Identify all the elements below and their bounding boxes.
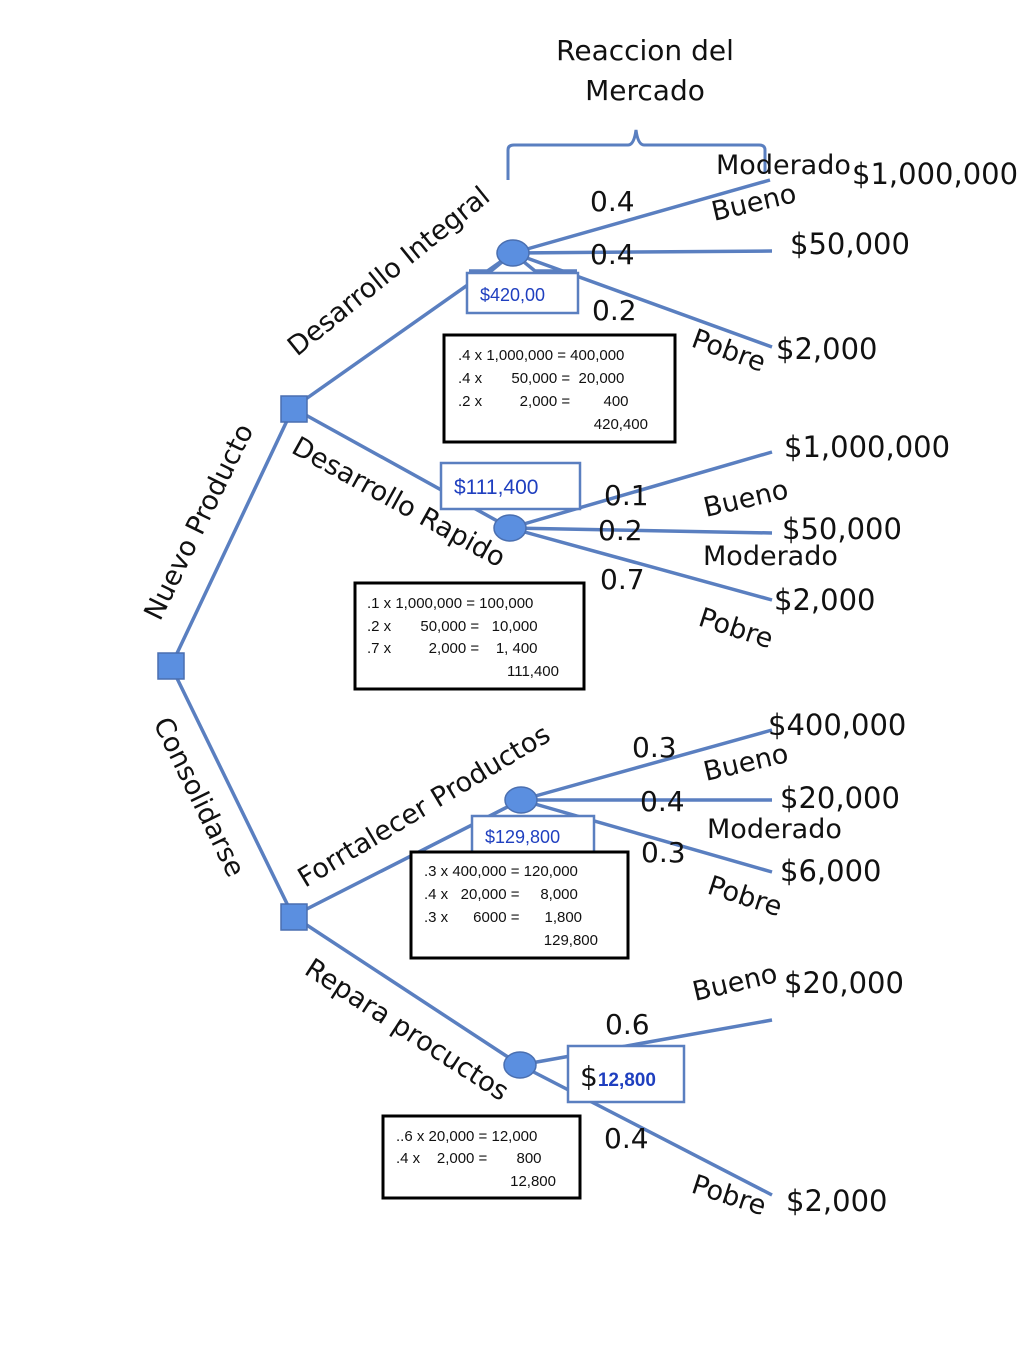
payoff-label: $20,000 xyxy=(784,966,904,1000)
payoff-label: $6,000 xyxy=(780,854,881,888)
probability-label: 0.3 xyxy=(641,836,686,869)
decision-node-root xyxy=(157,652,185,680)
outcome-label: Pobre xyxy=(695,602,777,655)
probability-label: 0.4 xyxy=(640,785,685,818)
expected-value: $129,800 xyxy=(485,827,560,847)
calculation-line: .3 x 400,000 = 120,000 xyxy=(424,863,578,880)
probability-label: 0.4 xyxy=(590,238,635,271)
tree-branches xyxy=(169,178,773,1197)
calculation-box xyxy=(442,333,677,444)
expected-value-box xyxy=(470,814,596,857)
branch-label-repara: Repara procuctos xyxy=(299,953,514,1108)
payoff-label: $2,000 xyxy=(786,1184,887,1218)
expected-value-box xyxy=(439,461,582,511)
outcome-label: Bueno xyxy=(701,474,792,524)
payoff-label: $1,000,000 xyxy=(784,430,950,464)
outcome-label: Moderado xyxy=(716,150,851,181)
calculation-line: .1 x 1,000,000 = 100,000 xyxy=(367,595,533,612)
chance-node-repara xyxy=(503,1051,537,1079)
expected-value: $420,00 xyxy=(480,285,545,305)
probability-label: 0.3 xyxy=(632,731,677,764)
chance-node-integral xyxy=(496,239,530,267)
decision-node-nuevo-producto xyxy=(280,395,308,423)
expected-value: $12,800 xyxy=(580,1060,656,1093)
expected-value-box xyxy=(566,1044,686,1104)
probability-label: 0.1 xyxy=(604,479,649,512)
payoff-label: $20,000 xyxy=(780,781,900,815)
payoff-label: $50,000 xyxy=(790,227,910,261)
calculation-total: 12,800 xyxy=(510,1173,556,1190)
decision-node-consolidarse xyxy=(280,903,308,931)
calculation-line: ..6 x 20,000 = 12,000 xyxy=(396,1128,537,1145)
calculation-box xyxy=(381,1114,582,1200)
calculation-line: .4 x 1,000,000 = 400,000 xyxy=(458,347,624,364)
outcome-label: Bueno xyxy=(690,958,781,1008)
calculation-box xyxy=(353,581,586,691)
header-line-2: Mercado xyxy=(585,74,705,107)
probability-label: 0.2 xyxy=(598,514,643,547)
probability-label: 0.6 xyxy=(605,1008,650,1041)
outcome-label: Moderado xyxy=(703,541,838,572)
payoff-label: $2,000 xyxy=(776,332,877,366)
outcome-label: Pobre xyxy=(704,870,786,923)
calculation-box xyxy=(409,850,630,960)
chance-node-rapido xyxy=(493,514,527,542)
expected-value-box xyxy=(465,271,580,315)
calculation-line: .4 x 2,000 = 800 xyxy=(396,1150,542,1167)
calculation-total: 420,400 xyxy=(594,416,648,433)
probability-label: 0.4 xyxy=(604,1122,649,1155)
probability-label: 0.4 xyxy=(590,185,635,218)
chance-node-fortalecer xyxy=(504,786,538,814)
payoff-label: $2,000 xyxy=(774,583,875,617)
calculation-total: 111,400 xyxy=(507,663,559,680)
payoff-label: $50,000 xyxy=(782,512,902,546)
calculation-line: .3 x 6000 = 1,800 xyxy=(424,909,582,926)
calculation-line: .4 x 50,000 = 20,000 xyxy=(458,370,624,387)
branch-label-nuevo-producto: Nuevo Producto xyxy=(138,419,260,625)
market-reaction-bracket xyxy=(506,129,767,180)
payoff-label: $400,000 xyxy=(768,708,906,742)
calculation-line: .4 x 20,000 = 8,000 xyxy=(424,886,578,903)
calculation-total: 129,800 xyxy=(544,932,598,949)
calculation-line: .2 x 2,000 = 400 xyxy=(458,393,629,410)
header-line-1: Reaccion del xyxy=(556,34,734,67)
calculation-line: .7 x 2,000 = 1, 400 xyxy=(367,640,538,657)
outcome-label: Moderado xyxy=(707,814,842,845)
expected-value-prefix: $ xyxy=(580,1060,598,1093)
probability-label: 0.7 xyxy=(600,563,645,596)
payoff-label: $1,000,000 xyxy=(852,157,1018,191)
outcome-label: Pobre xyxy=(688,1169,770,1222)
calculation-line: .2 x 50,000 = 10,000 xyxy=(367,618,538,635)
expected-value-number: 12,800 xyxy=(598,1070,656,1091)
expected-value: $111,400 xyxy=(454,476,538,499)
probability-label: 0.2 xyxy=(592,294,637,327)
